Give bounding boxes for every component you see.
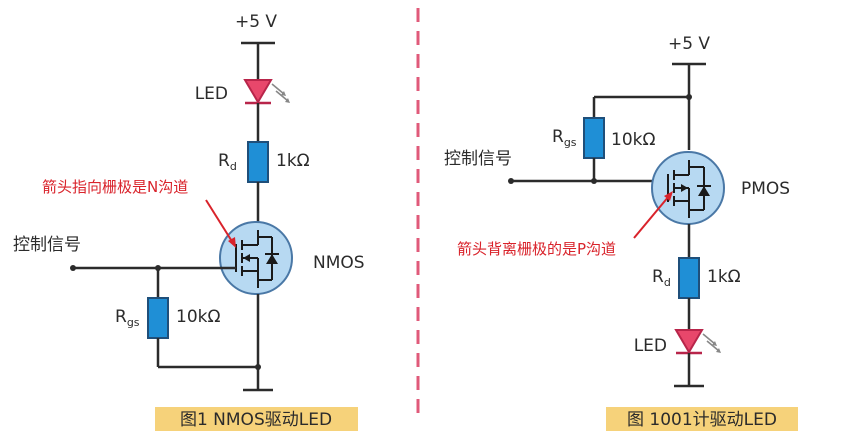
right-caption: 图 1001计驱动LED	[627, 410, 777, 430]
right-rgs-resistor	[583, 117, 605, 159]
left-annotation: 箭头指向栅极是N沟道	[42, 178, 188, 196]
left-supply-label: +5 V	[235, 12, 277, 32]
pmos-label: PMOS	[741, 179, 790, 199]
right-supply-label: +5 V	[668, 34, 710, 54]
pmos-symbol	[667, 160, 711, 218]
right-led-label: LED	[634, 336, 667, 356]
right-rgs-label: Rgs	[552, 127, 577, 149]
right-rd-label: Rd	[652, 267, 671, 289]
left-rgs-value: 10kΩ	[176, 307, 220, 327]
right-annotation-arrowhead	[664, 191, 673, 201]
left-rd-label: Rd	[218, 151, 237, 173]
nmos-circuit: +5 V LED Rd 1kΩ	[13, 12, 365, 431]
right-gate-node	[591, 178, 597, 184]
left-led-label: LED	[195, 84, 228, 104]
left-caption: 图1 NMOS驱动LED	[180, 410, 332, 430]
right-supply-node	[686, 94, 692, 100]
right-input-label: 控制信号	[444, 149, 512, 169]
right-annotation: 箭头背离栅极的是P沟道	[457, 240, 616, 258]
nmos-label: NMOS	[313, 253, 365, 273]
left-source-node	[255, 364, 261, 370]
left-annotation-arrowhead	[228, 237, 236, 248]
left-rd-value: 1kΩ	[276, 151, 310, 171]
left-rgs-resistor	[147, 297, 169, 339]
right-rd-resistor	[678, 257, 700, 299]
right-rgs-value: 10kΩ	[611, 130, 655, 150]
left-input-label: 控制信号	[13, 235, 81, 255]
right-annotation-arrow	[633, 195, 670, 239]
right-caption-box	[606, 407, 798, 431]
left-rgs-label: Rgs	[115, 307, 140, 329]
left-led	[243, 79, 290, 105]
left-caption-box	[155, 407, 358, 431]
pmos-circuit: +5 V Rgs 10kΩ 控制信号	[444, 34, 798, 431]
right-rd-value: 1kΩ	[707, 267, 741, 287]
right-led	[674, 329, 721, 355]
left-rd-resistor	[247, 141, 269, 183]
left-annotation-arrow	[205, 199, 234, 244]
